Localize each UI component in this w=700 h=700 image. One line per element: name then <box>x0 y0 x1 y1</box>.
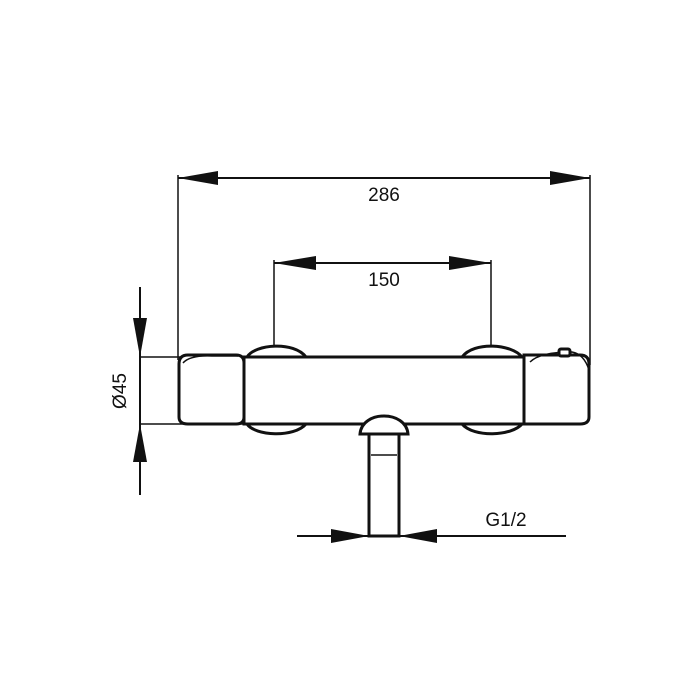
arrow-left-icon <box>178 171 218 185</box>
left-handle <box>177 353 246 426</box>
outlet-pipe <box>367 432 401 538</box>
arrow-left-icon <box>274 256 316 270</box>
connection-spacing-dimension: 150 <box>273 256 492 350</box>
handle-button <box>557 347 572 358</box>
arrow-right-icon <box>331 529 369 543</box>
body-diameter-label: Ø45 <box>110 373 131 409</box>
faucet-body <box>177 344 591 538</box>
connection-spacing-label: 150 <box>368 270 400 291</box>
thread-size-label: G1/2 <box>485 510 526 531</box>
overall-width-label: 286 <box>368 185 400 206</box>
outlet-nut <box>358 414 410 436</box>
arrow-right-icon <box>449 256 491 270</box>
arrow-right-icon <box>550 171 590 185</box>
overall-width-dimension: 286 <box>177 171 591 365</box>
arrow-up-icon <box>133 424 147 462</box>
central-body <box>242 355 526 426</box>
thread-dimension: G1/2 <box>297 510 566 543</box>
right-handle <box>522 353 591 426</box>
body-diameter-dimension: Ø45 <box>110 287 245 495</box>
arrow-down-icon <box>133 318 147 357</box>
arrow-left-icon <box>399 529 437 543</box>
